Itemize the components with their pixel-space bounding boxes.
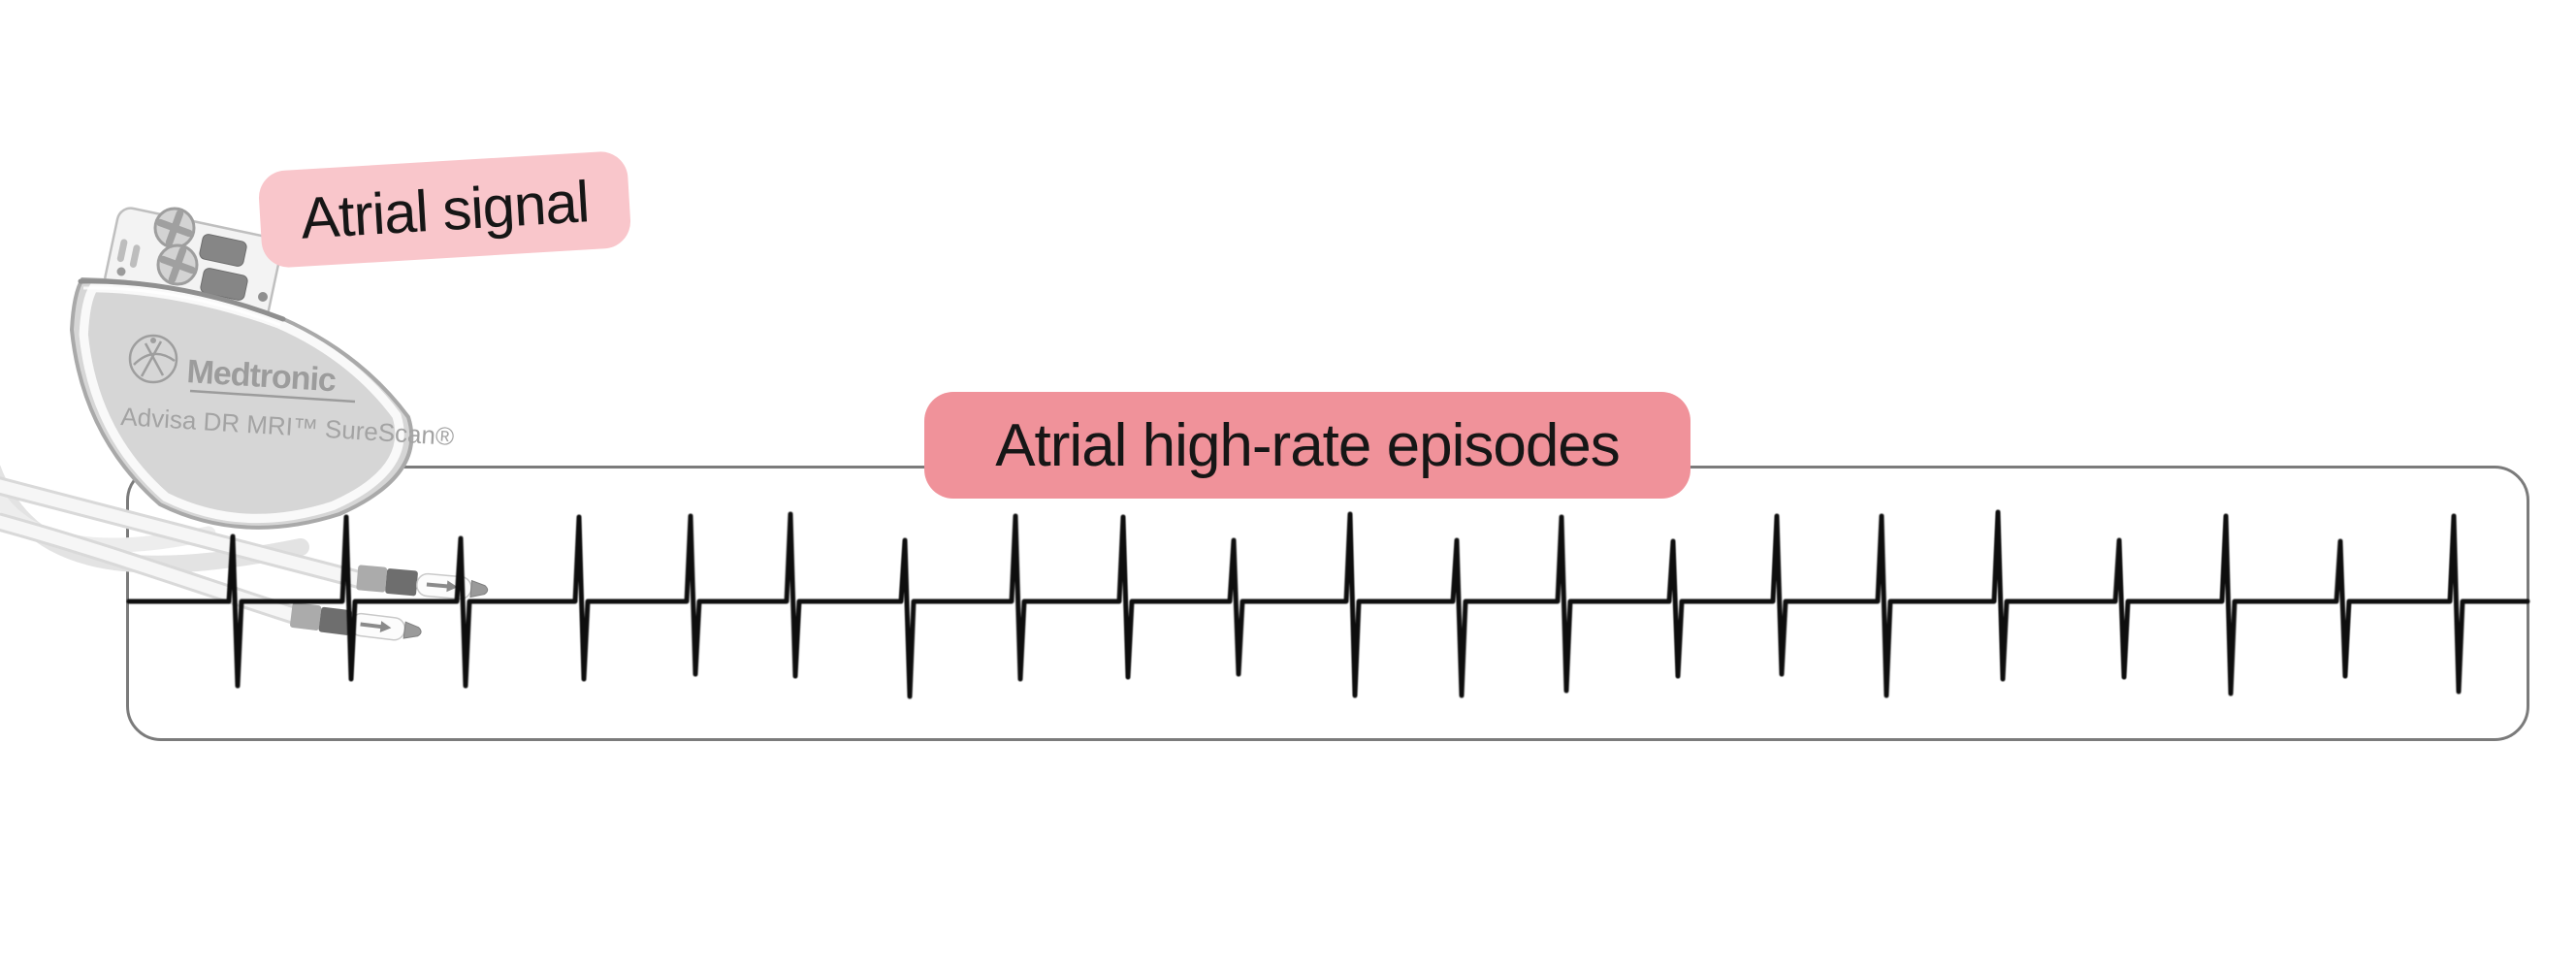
brand-underline bbox=[189, 389, 356, 404]
screw-icon bbox=[156, 243, 199, 286]
lead-connector-lower bbox=[290, 602, 422, 641]
header-dot-left bbox=[116, 267, 126, 276]
lead-connector-upper bbox=[356, 565, 489, 600]
label-atrial-signal-text: Atrial signal bbox=[299, 168, 591, 251]
ecg-trace-path bbox=[126, 509, 2530, 699]
device-body bbox=[69, 276, 414, 530]
pacemaker-leads bbox=[0, 476, 370, 626]
header-vent-marks bbox=[116, 239, 141, 268]
connector-port bbox=[199, 234, 247, 267]
header-dot-right bbox=[258, 292, 268, 302]
label-ahre-text: Atrial high-rate episodes bbox=[995, 411, 1621, 479]
medtronic-emblem-icon bbox=[128, 334, 178, 384]
label-ahre: Atrial high-rate episodes bbox=[924, 392, 1690, 499]
